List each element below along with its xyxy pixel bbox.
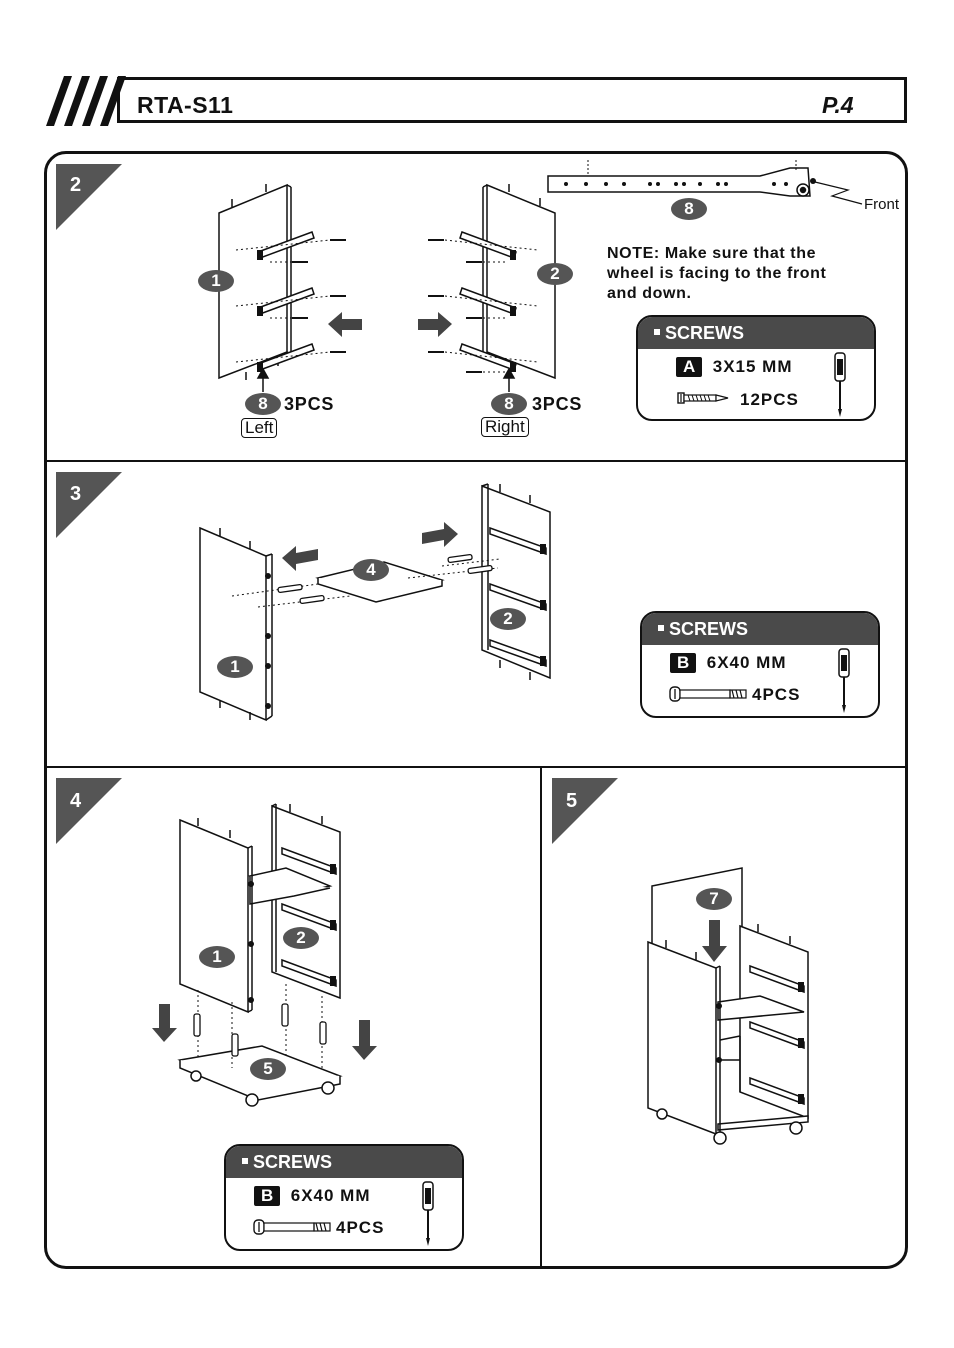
bolt-icon (669, 686, 747, 702)
page-number: P.4 (822, 92, 854, 118)
part-2-label-step3: 2 (490, 608, 526, 630)
note-line-3: and down. (607, 285, 692, 302)
screws-box-b-step4: SCREWS B 6X40 MM 4PCS (224, 1144, 464, 1251)
arrow-icon (328, 312, 452, 337)
screw-size-b: 6X40 MM (706, 653, 787, 672)
part-1-label: 1 (198, 270, 234, 292)
screw-qty-b: 4PCS (336, 1218, 385, 1237)
screw-icon (677, 392, 729, 404)
step-4-number: 4 (70, 790, 82, 812)
part-5-label-step4: 5 (250, 1058, 286, 1080)
part-1-label-step3: 1 (217, 656, 253, 678)
right-label: Right (481, 417, 529, 437)
screws-box-a: SCREWS A 3X15 MM 12PCS (636, 315, 876, 421)
arrow-icon (152, 1004, 377, 1060)
step-3-number: 3 (70, 483, 82, 505)
part-8-label-rail: 8 (671, 198, 707, 220)
right-qty: 3PCS (532, 394, 583, 414)
step-5-badge: 5 (552, 778, 622, 848)
bolt-icon (253, 1219, 331, 1235)
left-qty: 3PCS (284, 394, 335, 414)
screwdriver-icon (422, 1181, 434, 1246)
instruction-frame (44, 151, 908, 1269)
screw-code-b: B (254, 1186, 281, 1206)
step-4-badge: 4 (56, 778, 126, 848)
screwdriver-icon (834, 352, 846, 417)
step-3-badge: 3 (56, 472, 126, 542)
part-2-label: 2 (537, 263, 573, 285)
part-4-label-step3: 4 (353, 559, 389, 581)
screw-qty-b: 4PCS (752, 685, 801, 704)
arrow-icon (702, 920, 727, 962)
step-2-illustration (218, 160, 863, 392)
screws-title: SCREWS (253, 1152, 333, 1172)
screw-code-b: B (670, 653, 697, 673)
part-7-label-step5: 7 (696, 888, 732, 910)
step-5-number: 5 (566, 790, 578, 812)
divider-step2-3 (46, 460, 906, 462)
wheel-note: NOTE: Make sure that the wheel is facing… (607, 244, 826, 304)
screwdriver-icon (838, 648, 850, 713)
screw-size-b: 6X40 MM (290, 1186, 371, 1205)
screws-box-b-step3: SCREWS B 6X40 MM 4PCS (640, 611, 880, 718)
header-bar (117, 77, 907, 123)
note-line-2: wheel is facing to the front (607, 265, 827, 282)
part-1-label-step4: 1 (199, 946, 235, 968)
note-line-1: NOTE: Make sure that the (607, 245, 817, 262)
screw-size-a: 3X15 MM (712, 357, 793, 376)
part-8-label-right: 8 (491, 393, 527, 415)
screws-title: SCREWS (665, 323, 745, 343)
model-number: RTA-S11 (137, 92, 234, 118)
step-2-number: 2 (70, 174, 82, 196)
left-label: Left (241, 418, 278, 438)
step-5-illustration (647, 867, 809, 1145)
screw-qty-a: 12PCS (740, 390, 799, 409)
divider-step3-4 (46, 766, 906, 768)
step-4-illustration (152, 803, 377, 1107)
front-label: Front (864, 196, 900, 213)
arrow-icon (282, 522, 458, 571)
divider-step4-5 (540, 767, 542, 1267)
step-3-illustration (199, 483, 551, 722)
part-8-label-left: 8 (245, 393, 281, 415)
screws-title: SCREWS (669, 619, 749, 639)
step-2-badge: 2 (56, 164, 126, 234)
screw-code-a: A (676, 357, 703, 377)
part-2-label-step4: 2 (283, 927, 319, 949)
